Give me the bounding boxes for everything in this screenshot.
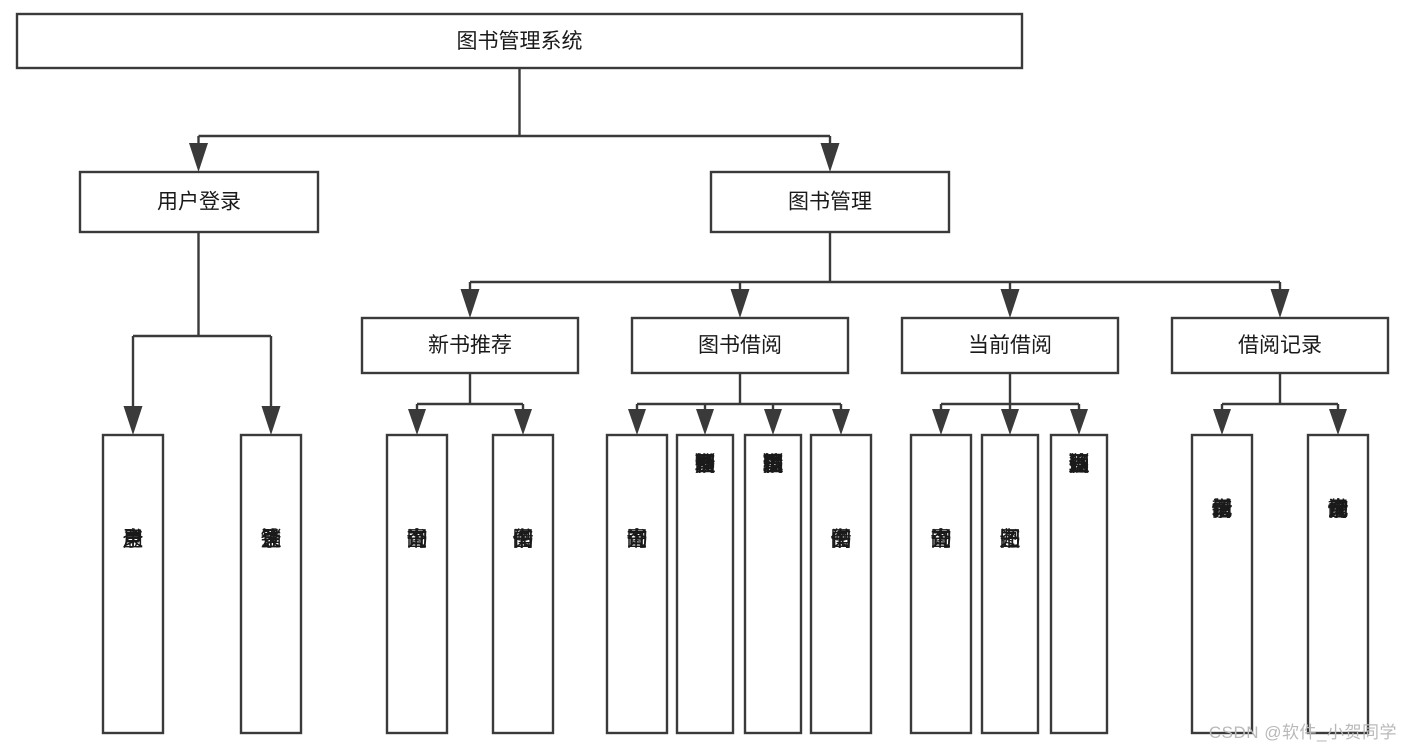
node-new-book-recommend[interactable]: 新书推荐 bbox=[360, 316, 580, 375]
node-borrow-record-box[interactable] bbox=[1170, 316, 1390, 375]
arrow-head-leaf-query-record bbox=[1329, 409, 1347, 435]
node-root[interactable]: 图书管理系统 bbox=[15, 12, 1024, 70]
node-leaf-query-book-2-label: 查询图书 bbox=[627, 528, 648, 551]
node-leaf-user-login[interactable]: 用户登录 bbox=[101, 433, 165, 735]
arrow-head-leaf-logout-login bbox=[261, 406, 281, 435]
node-book-manage-label: 图书管理 bbox=[788, 191, 872, 214]
node-leaf-confirm-return[interactable]: 确认归还（管理员） bbox=[1049, 433, 1109, 735]
node-book-borrow-label: 图书借阅 bbox=[698, 334, 782, 357]
node-leaf-confirm-return-label: 确认归还（管理员） bbox=[1069, 453, 1090, 476]
node-leaf-add-book-box[interactable] bbox=[675, 433, 735, 735]
arrow-head-leaf-add-record bbox=[1213, 409, 1231, 435]
arrow-head-leaf-user-login bbox=[123, 406, 143, 435]
node-leaf-logout-login[interactable]: 注销登录 bbox=[239, 433, 303, 735]
node-leaf-return-book-label: 归还图书 bbox=[1000, 528, 1021, 551]
node-leaf-add-record[interactable]: 新增借阅记录 bbox=[1190, 433, 1254, 735]
arrow-head-leaf-borrow-book-1 bbox=[514, 409, 532, 435]
node-leaf-borrow-book-2-box[interactable] bbox=[809, 433, 873, 735]
connector-layer bbox=[123, 68, 1347, 435]
node-leaf-borrow-book-2[interactable]: 借阅图书 bbox=[809, 433, 873, 735]
node-leaf-query-book-2-box[interactable] bbox=[605, 433, 669, 735]
node-root-box[interactable] bbox=[15, 12, 1024, 70]
node-leaf-query-book-3-label: 查询图书 bbox=[931, 528, 952, 551]
node-root-label: 图书管理系统 bbox=[457, 30, 583, 53]
node-book-manage[interactable]: 图书管理 bbox=[709, 170, 951, 234]
node-new-book-recommend-label: 新书推荐 bbox=[428, 334, 512, 357]
node-leaf-query-record-label: 查询借阅记录 bbox=[1328, 498, 1349, 521]
arrow-head-leaf-confirm-return bbox=[1070, 409, 1088, 435]
arrow-head-borrow-record bbox=[1270, 289, 1290, 318]
node-borrow-record[interactable]: 借阅记录 bbox=[1170, 316, 1390, 375]
node-leaf-logout-login-label: 注销登录 bbox=[261, 528, 282, 551]
node-current-borrow-box[interactable] bbox=[900, 316, 1120, 375]
node-current-borrow[interactable]: 当前借阅 bbox=[900, 316, 1120, 375]
node-leaf-confirm-return-box[interactable] bbox=[1049, 433, 1109, 735]
node-leaf-user-login-box[interactable] bbox=[101, 433, 165, 735]
node-leaf-query-record-box[interactable] bbox=[1306, 433, 1370, 735]
arrow-head-userlogin bbox=[189, 143, 208, 172]
node-book-borrow-box[interactable] bbox=[630, 316, 850, 375]
node-leaf-add-record-label: 新增借阅记录 bbox=[1212, 498, 1233, 521]
node-leaf-query-book-1-box[interactable] bbox=[385, 433, 449, 735]
node-borrow-record-label: 借阅记录 bbox=[1238, 334, 1322, 357]
arrow-head-leaf-borrow-book-2 bbox=[832, 409, 850, 435]
arrow-head-current-borrow bbox=[1000, 289, 1020, 318]
arrow-head-bookmanage bbox=[820, 143, 840, 172]
node-leaf-borrow-book-1[interactable]: 借阅图书 bbox=[491, 433, 555, 735]
arrow-head-leaf-query-book-3 bbox=[932, 409, 950, 435]
node-leaf-add-book-label: 新增图书（管理员） bbox=[695, 453, 716, 476]
node-leaf-add-book[interactable]: 新增图书（管理员） bbox=[675, 433, 735, 735]
arrow-head-new-book-recommend bbox=[460, 289, 480, 318]
node-leaf-edit-book[interactable]: 编辑图书（管理员） bbox=[743, 433, 803, 735]
node-leaf-query-record[interactable]: 查询借阅记录 bbox=[1306, 433, 1370, 735]
node-leaf-edit-book-box[interactable] bbox=[743, 433, 803, 735]
node-user-login-label: 用户登录 bbox=[157, 191, 241, 214]
node-leaf-query-book-2[interactable]: 查询图书 bbox=[605, 433, 669, 735]
node-leaf-borrow-book-1-box[interactable] bbox=[491, 433, 555, 735]
node-leaf-edit-book-label: 编辑图书（管理员） bbox=[763, 453, 784, 476]
csdn-watermark: CSDN @软件_小贺同学 bbox=[1208, 723, 1397, 742]
node-leaf-borrow-book-1-label: 借阅图书 bbox=[513, 528, 534, 551]
node-leaf-logout-login-box[interactable] bbox=[239, 433, 303, 735]
leaf-layer: 用户登录 注销登录 查询图书 借阅图书 查询图书 新增图书（管理员） bbox=[101, 433, 1370, 735]
node-user-login-box[interactable] bbox=[78, 170, 320, 234]
node-leaf-query-book-3[interactable]: 查询图书 bbox=[909, 433, 973, 735]
node-leaf-return-book-box[interactable] bbox=[980, 433, 1040, 735]
arrow-head-book-borrow bbox=[730, 289, 750, 318]
arrow-head-leaf-edit-book bbox=[764, 409, 782, 435]
node-new-book-recommend-box[interactable] bbox=[360, 316, 580, 375]
node-leaf-add-record-box[interactable] bbox=[1190, 433, 1254, 735]
node-book-manage-box[interactable] bbox=[709, 170, 951, 234]
arrow-head-leaf-query-book-2 bbox=[628, 409, 646, 435]
node-leaf-query-book-1[interactable]: 查询图书 bbox=[385, 433, 449, 735]
node-leaf-query-book-1-label: 查询图书 bbox=[407, 528, 428, 551]
node-leaf-return-book[interactable]: 归还图书 bbox=[980, 433, 1040, 735]
arrow-head-leaf-return-book bbox=[1001, 409, 1019, 435]
arrow-head-leaf-query-book-1 bbox=[408, 409, 426, 435]
node-book-borrow[interactable]: 图书借阅 bbox=[630, 316, 850, 375]
node-user-login[interactable]: 用户登录 bbox=[78, 170, 320, 234]
node-current-borrow-label: 当前借阅 bbox=[968, 334, 1052, 357]
node-leaf-borrow-book-2-label: 借阅图书 bbox=[831, 528, 852, 551]
node-leaf-query-book-3-box[interactable] bbox=[909, 433, 973, 735]
node-leaf-user-login-label: 用户登录 bbox=[123, 528, 144, 551]
arrow-head-leaf-add-book bbox=[696, 409, 714, 435]
